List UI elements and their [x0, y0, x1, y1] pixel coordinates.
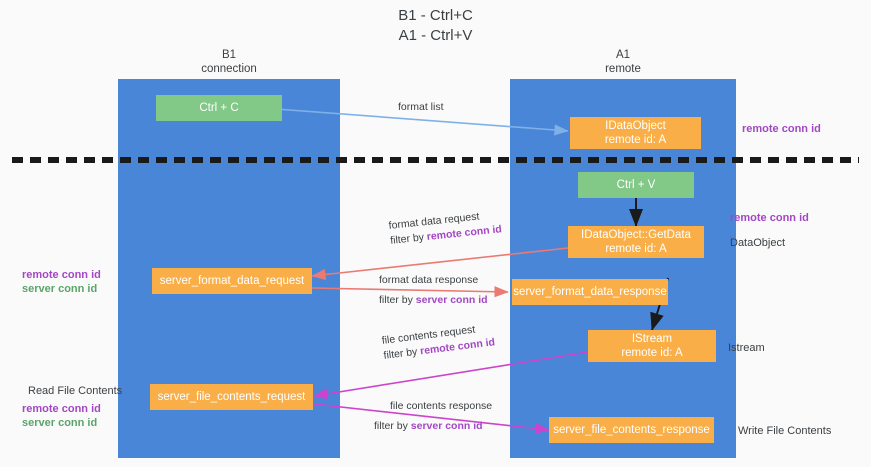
left-label-remote-conn-id-mid: remote conn id — [22, 269, 101, 281]
node-idataobject-getdata[interactable]: IDataObject::GetData remote id: A — [568, 226, 704, 258]
node-istream-label: IStream — [631, 333, 673, 345]
node-server-file-contents-response-label: server_file_contents_response — [553, 424, 710, 436]
channel-label-format-data-response-text: format data response — [379, 274, 479, 286]
left-label-read-file-contents: Read File Contents — [28, 385, 123, 397]
node-server-file-contents-request-label: server_file_contents_request — [157, 391, 306, 403]
node-server-format-data-response-label: server_format_data_response — [513, 286, 667, 298]
node-ctrl-c[interactable]: Ctrl + C — [156, 95, 282, 121]
left-label-server-conn-id-bottom: server conn id — [22, 417, 98, 429]
filter-key-server-conn-id: server conn id — [410, 420, 483, 432]
left-label-server-conn-id-mid: server conn id — [22, 283, 98, 295]
node-ctrl-v-label: Ctrl + V — [616, 179, 656, 191]
right-label-write-file-contents: Write File Contents — [738, 425, 832, 437]
right-label-remote-conn-id-top: remote conn id — [742, 123, 821, 135]
left-label-conn-pair-bottom: remote conn id server conn id — [22, 402, 101, 430]
right-label-dataobject: DataObject — [730, 237, 786, 249]
node-ctrl-v[interactable]: Ctrl + V — [578, 172, 694, 198]
filter-prefix: filter by — [389, 231, 428, 247]
filter-prefix: filter by — [382, 345, 421, 362]
node-server-file-contents-request[interactable]: server_file_contents_request — [150, 384, 313, 410]
filter-prefix: filter by — [374, 420, 411, 432]
left-label-remote-conn-id-bottom: remote conn id — [22, 403, 101, 415]
channel-label-format-list-text: format list — [398, 101, 444, 113]
channel-label-format-data-response-filter: filter by server conn id — [379, 293, 488, 308]
channel-label-format-data-request: format data request filter by remote con… — [388, 207, 503, 249]
column-header-a1-name: A1 — [615, 49, 631, 61]
node-server-format-data-request-label: server_format_data_request — [159, 275, 305, 287]
node-server-file-contents-response[interactable]: server_file_contents_response — [549, 417, 714, 443]
node-server-format-data-request[interactable]: server_format_data_request — [152, 268, 312, 294]
node-idataobject-label: IDataObject — [605, 120, 666, 132]
channel-label-format-list: format list — [398, 100, 444, 115]
left-label-conn-pair-mid: remote conn id server conn id — [22, 268, 101, 296]
node-istream[interactable]: IStream remote id: A — [588, 330, 716, 362]
channel-label-file-contents-response-text: file contents response — [390, 400, 493, 412]
right-label-remote-conn-id-mid: remote conn id — [730, 212, 809, 224]
node-idataobject[interactable]: IDataObject remote id: A — [570, 117, 701, 149]
channel-label-file-contents-response: file contents response filter by server … — [374, 399, 493, 434]
node-idataobject-getdata-remote-id: remote id: A — [605, 243, 667, 255]
diagram-title: B1 - Ctrl+C A1 - Ctrl+V — [0, 6, 871, 46]
channel-label-format-data-response: format data response filter by server co… — [379, 273, 488, 308]
title-line-2: A1 - Ctrl+V — [398, 27, 473, 44]
node-idataobject-getdata-label: IDataObject::GetData — [581, 229, 691, 241]
column-header-b1: B1 connection — [118, 48, 340, 76]
right-label-istream: Istream — [728, 342, 765, 354]
column-header-b1-role: connection — [201, 63, 257, 75]
channel-label-file-contents-request: file contents request filter by remote c… — [381, 320, 496, 363]
node-server-format-data-response[interactable]: server_format_data_response — [512, 279, 668, 305]
node-istream-remote-id: remote id: A — [621, 347, 683, 359]
column-header-a1: A1 remote — [510, 48, 736, 76]
channel-label-file-contents-response-filter: filter by server conn id — [374, 419, 492, 434]
filter-key-server-conn-id: server conn id — [415, 294, 488, 306]
node-ctrl-c-label: Ctrl + C — [199, 102, 239, 114]
column-header-b1-name: B1 — [221, 49, 237, 61]
node-idataobject-remote-id: remote id: A — [604, 134, 667, 146]
column-header-a1-role: remote — [605, 63, 641, 75]
filter-prefix: filter by — [379, 294, 416, 306]
section-divider — [12, 157, 859, 163]
title-line-1: B1 - Ctrl+C — [398, 7, 473, 24]
